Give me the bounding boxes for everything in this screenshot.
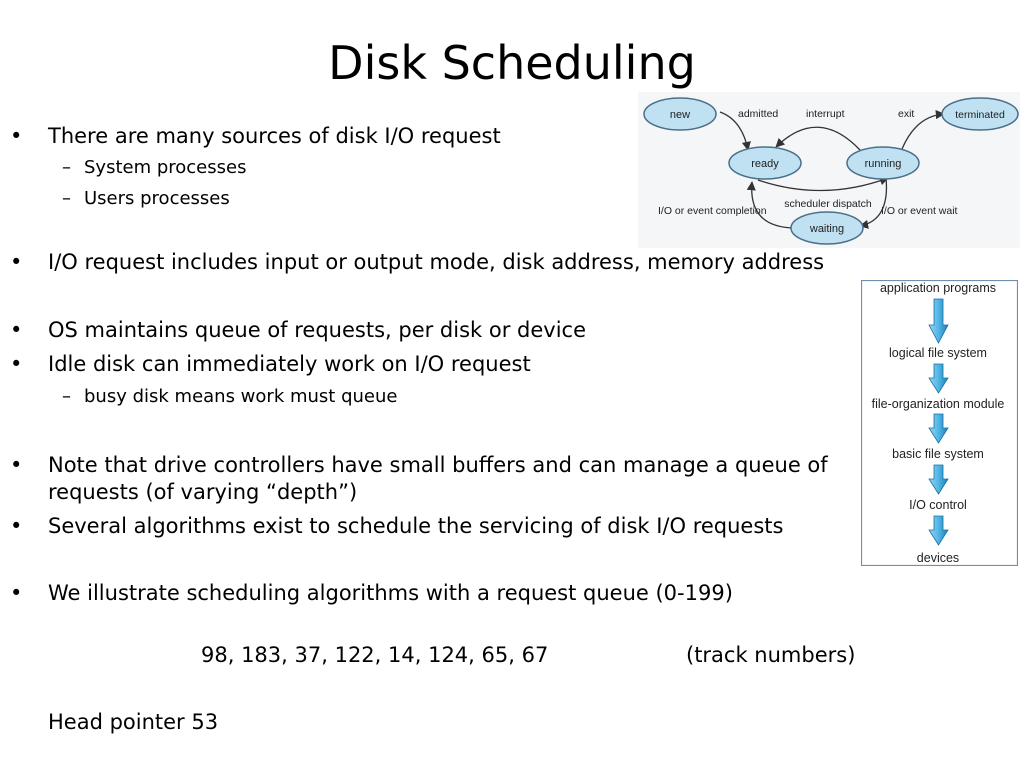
track-numbers-note: (track numbers) [686, 643, 856, 667]
layer-basic-file-system: basic file system [892, 447, 984, 461]
bullet-marker: • [10, 124, 23, 148]
layer-application-programs: application programs [880, 281, 996, 295]
request-queue-values: 98, 183, 37, 122, 14, 124, 65, 67 [201, 643, 549, 667]
state-running [846, 146, 920, 180]
down-arrow-icon [928, 298, 949, 344]
arrow-interrupt [775, 126, 861, 151]
state-waiting [790, 211, 864, 245]
down-arrow-icon [928, 464, 949, 495]
state-ready-label: ready [751, 158, 779, 170]
layer-logical-file-system: logical file system [889, 346, 987, 360]
bullet-idle-disk: •Idle disk can immediately work on I/O r… [10, 352, 531, 376]
arrow-io-completion [746, 181, 797, 229]
layer-io-control: I/O control [909, 498, 967, 512]
label-exit: exit [898, 108, 914, 120]
state-terminated [941, 97, 1019, 131]
state-ready [728, 146, 802, 180]
sub-bullet-users-processes: –Users processes [62, 188, 230, 209]
slide-title: Disk Scheduling [328, 36, 696, 90]
label-scheduler-dispatch: scheduler dispatch [784, 198, 872, 210]
down-arrow-icon [928, 413, 949, 444]
process-state-diagram: new ready running terminated waiting adm… [638, 92, 1020, 248]
sub-bullet-busy-disk: –busy disk means work must queue [62, 386, 398, 407]
file-system-layers-diagram: application programs logical file system… [861, 280, 1018, 566]
head-pointer: Head pointer 53 [48, 710, 219, 734]
state-running-label: running [865, 158, 902, 170]
state-waiting-label: waiting [809, 223, 844, 235]
bullet-os-queue: •OS maintains queue of requests, per dis… [10, 318, 587, 342]
arrow-exit [901, 110, 945, 150]
arrow-admitted [719, 111, 751, 151]
bullet-algorithms: •Several algorithms exist to schedule th… [10, 514, 784, 538]
state-terminated-label: terminated [955, 109, 1005, 121]
label-admitted: admitted [738, 108, 778, 120]
label-interrupt: interrupt [806, 108, 845, 120]
arrow-scheduler-dispatch [757, 176, 889, 192]
state-new-label: new [670, 109, 690, 121]
label-io-completion: I/O or event completion [658, 205, 767, 217]
bullet-sources: •There are many sources of disk I/O requ… [10, 124, 501, 148]
bullet-illustrate: •We illustrate scheduling algorithms wit… [10, 581, 733, 605]
state-new [643, 97, 717, 131]
bullet-drive-controllers: •Note that drive controllers have small … [10, 453, 828, 477]
layer-devices: devices [917, 551, 959, 565]
bullet-drive-controllers-cont: requests (of varying “depth”) [48, 480, 358, 504]
layer-file-organization-module: file-organization module [872, 397, 1005, 411]
down-arrow-icon [928, 515, 949, 546]
arrow-io-wait [859, 177, 888, 229]
label-io-wait: I/O or event wait [881, 205, 958, 217]
bullet-io-request: •I/O request includes input or output mo… [10, 250, 825, 274]
down-arrow-icon [928, 363, 949, 394]
sub-bullet-system-processes: –System processes [62, 157, 247, 178]
